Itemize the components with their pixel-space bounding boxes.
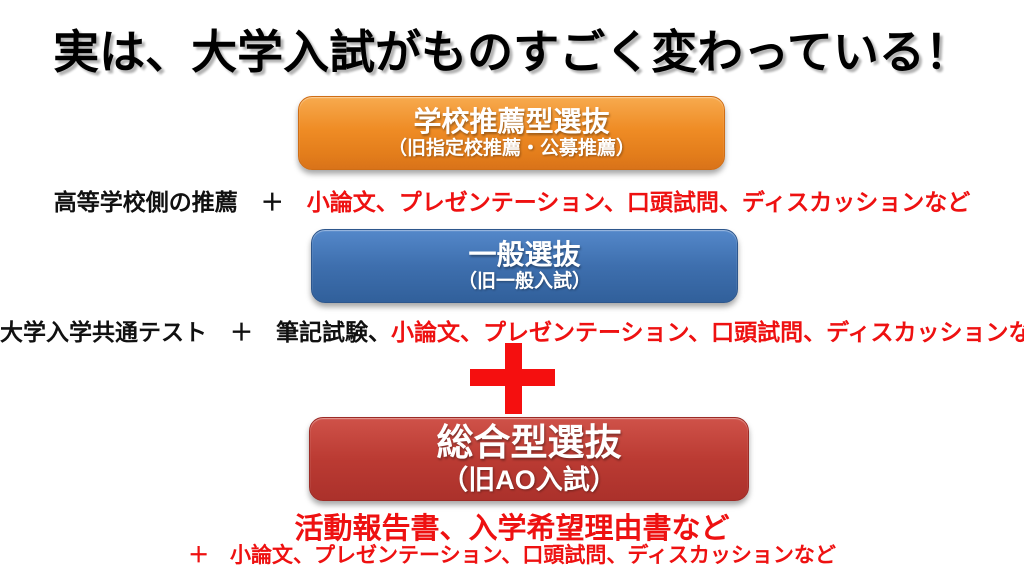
recommendation-box-title: 学校推薦型選抜 <box>413 105 610 137</box>
general-formula: 大学入学共通テスト ＋ 筆記試験、小論文、プレゼンテーション、口頭試問、ディスカ… <box>0 313 1024 347</box>
recommendation-formula: 高等学校側の推薦 ＋ 小論文、プレゼンテーション、口頭試問、ディスカッションなど <box>0 183 1024 217</box>
recommendation-box-subtitle: （旧指定校推薦・公募推薦） <box>387 137 635 159</box>
plus-icon-horizontal-bar <box>470 369 555 386</box>
general-box: 一般選抜 （旧一般入試） <box>311 229 738 303</box>
slide-title: 実は、大学入試がものすごく変わっている！ <box>53 26 971 78</box>
comprehensive-box-title: 総合型選抜 <box>436 421 622 463</box>
general-formula-red: 小論文、プレゼンテーション、口頭試問、ディスカッションなど <box>391 319 1024 345</box>
general-box-subtitle: （旧一般入試） <box>457 270 591 292</box>
comprehensive-box: 総合型選抜 （旧AO入試） <box>309 417 749 501</box>
general-box-title: 一般選抜 <box>468 238 581 270</box>
recommendation-box: 学校推薦型選抜 （旧指定校推薦・公募推薦） <box>298 96 725 170</box>
recommendation-formula-red: 小論文、プレゼンテーション、口頭試問、ディスカッションなど <box>306 189 971 215</box>
recommendation-formula-black: 高等学校側の推薦 ＋ <box>53 189 307 215</box>
general-formula-black: 大学入学共通テスト ＋ 筆記試験、 <box>0 319 391 345</box>
comprehensive-box-subtitle: （旧AO入試） <box>441 465 617 496</box>
comprehensive-extra-line: ＋ 小論文、プレゼンテーション、口頭試問、ディスカッションなど <box>188 544 836 567</box>
plus-icon <box>470 343 555 414</box>
comprehensive-documents-line: 活動報告書、入学希望理由書など <box>294 513 730 545</box>
